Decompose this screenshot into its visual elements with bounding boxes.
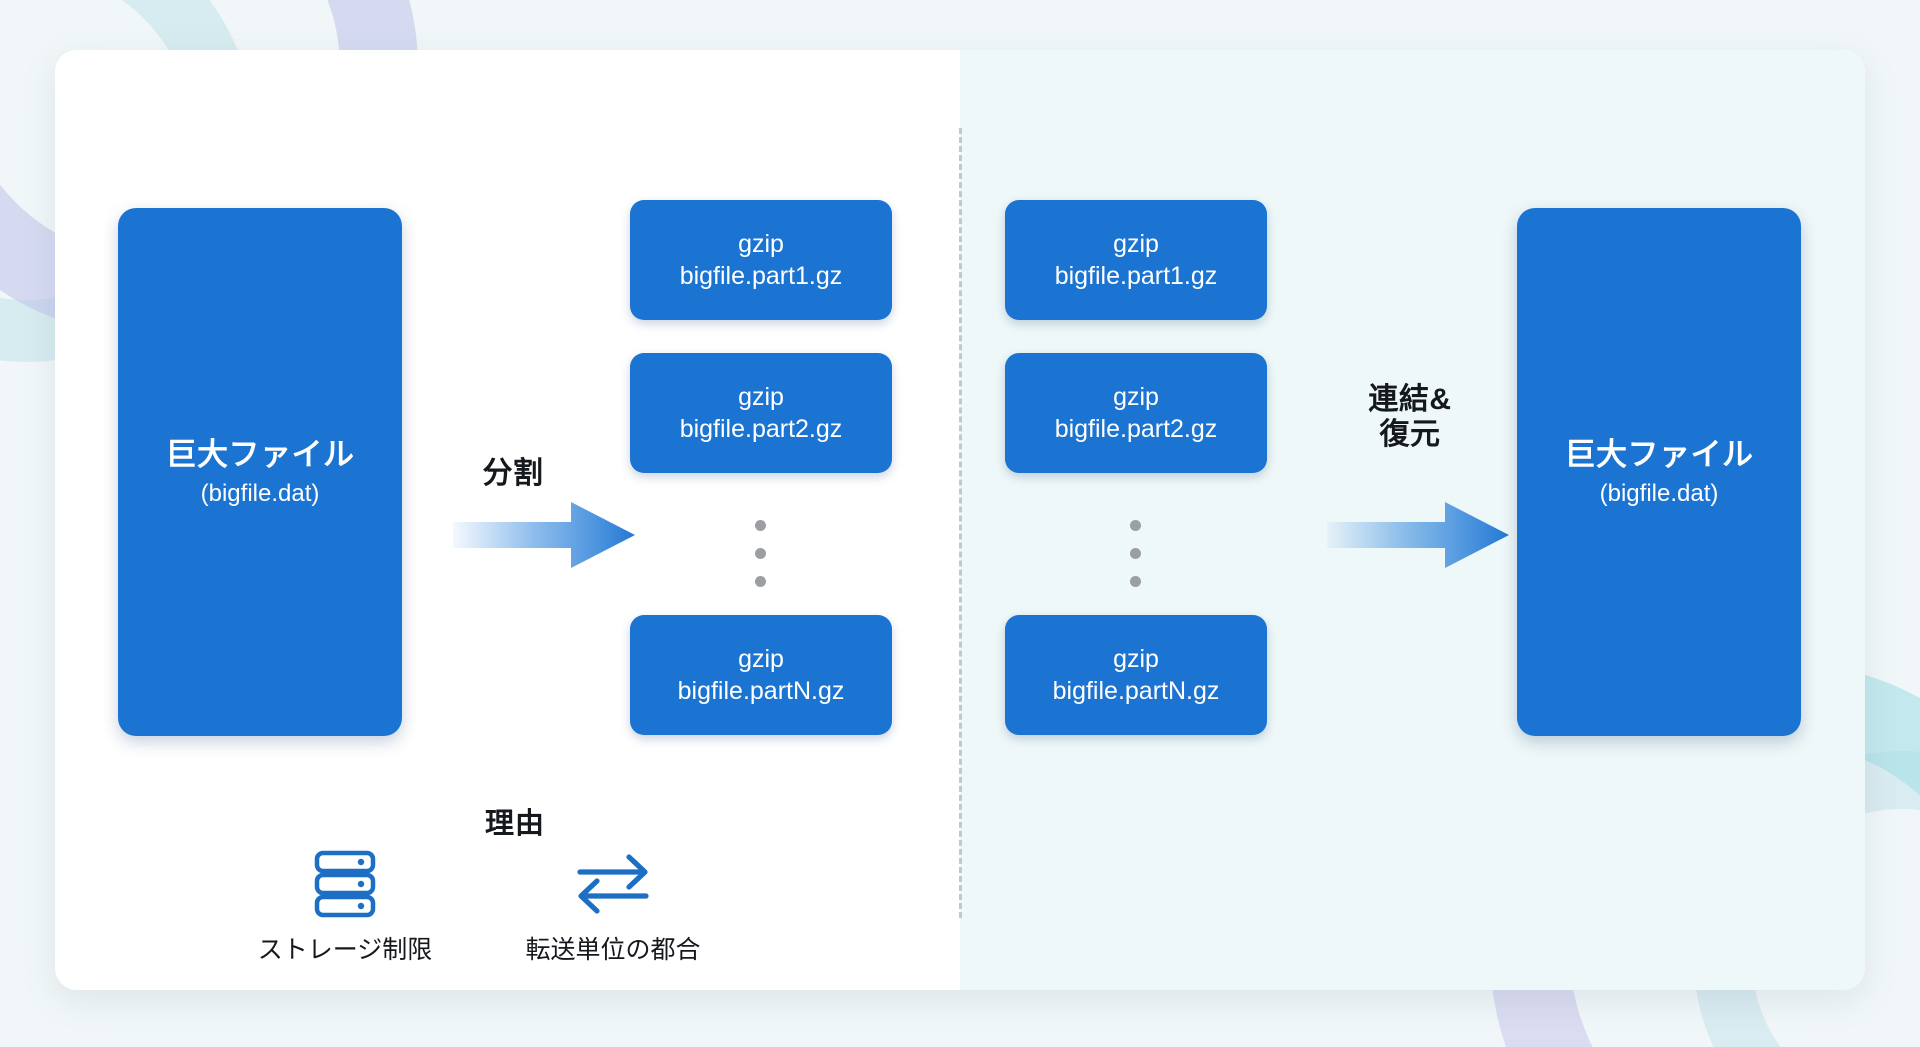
source-bigfile-filename: (bigfile.dat) [200, 479, 320, 507]
left-part-1-filename: bigfile.part1.gz [679, 262, 843, 290]
merge-step-label-line1: 連結& [1368, 383, 1452, 416]
left-part-2-tool: gzip [738, 382, 784, 411]
transfer-exchange-icon [574, 848, 652, 920]
right-part-2-filename: bigfile.part2.gz [1054, 415, 1218, 443]
panel-divider [959, 128, 962, 918]
left-part-n-filename: bigfile.partN.gz [677, 677, 845, 705]
reason-item-storage-label: ストレージ制限 [257, 936, 433, 964]
left-part-box-1: gzip bigfile.part1.gz [630, 200, 892, 320]
reason-item-transfer: 転送単位の都合 [503, 848, 723, 966]
merge-arrow-icon [1327, 502, 1509, 568]
restored-bigfile-filename: (bigfile.dat) [1599, 479, 1719, 507]
right-part-box-n: gzip bigfile.partN.gz [1005, 615, 1267, 735]
left-part-2-filename: bigfile.part2.gz [679, 415, 843, 443]
reason-item-transfer-label: 転送単位の都合 [525, 936, 701, 964]
source-bigfile-title: 巨大ファイル [165, 436, 355, 472]
split-step-label: 分割 [482, 457, 544, 490]
right-part-n-tool: gzip [1113, 644, 1159, 673]
reason-title: 理由 [484, 808, 545, 840]
split-arrow-icon [453, 502, 635, 568]
database-storage-icon [313, 848, 377, 920]
source-bigfile-box: 巨大ファイル (bigfile.dat) [118, 208, 402, 736]
restored-bigfile-box: 巨大ファイル (bigfile.dat) [1517, 208, 1801, 736]
right-vertical-ellipsis-icon [1130, 520, 1141, 587]
left-vertical-ellipsis-icon [755, 520, 766, 587]
right-part-n-filename: bigfile.partN.gz [1052, 677, 1220, 705]
merge-step-label-line2: 復元 [1379, 418, 1441, 452]
reason-item-storage: ストレージ制限 [235, 848, 455, 966]
right-part-1-tool: gzip [1113, 229, 1159, 258]
left-part-box-2: gzip bigfile.part2.gz [630, 353, 892, 473]
diagram-card: 巨大ファイル (bigfile.dat) 分割 gzip bigfile.par… [55, 50, 1865, 990]
right-part-box-2: gzip bigfile.part2.gz [1005, 353, 1267, 473]
restored-bigfile-title: 巨大ファイル [1564, 436, 1754, 472]
right-part-1-filename: bigfile.part1.gz [1054, 262, 1218, 290]
reason-items: ストレージ制限 転送単位の都合 [235, 848, 723, 966]
left-part-n-tool: gzip [738, 644, 784, 673]
left-part-box-n: gzip bigfile.partN.gz [630, 615, 892, 735]
right-part-2-tool: gzip [1113, 382, 1159, 411]
right-part-box-1: gzip bigfile.part1.gz [1005, 200, 1267, 320]
left-part-1-tool: gzip [738, 229, 784, 258]
merge-step-label: 連結& 復元 [1335, 382, 1485, 453]
